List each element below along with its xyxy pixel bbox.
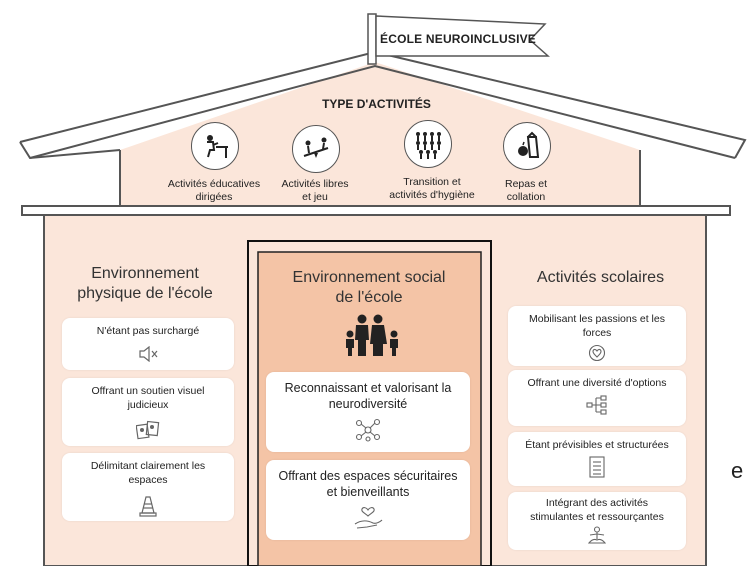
heart-hand-icon bbox=[354, 507, 383, 529]
seesaw-icon bbox=[292, 125, 340, 173]
checklist-icon bbox=[589, 456, 605, 478]
muted-speaker-icon bbox=[139, 346, 158, 362]
network-icon bbox=[355, 418, 381, 442]
activity-types-title: TYPE D'ACTIVITÉS bbox=[322, 97, 431, 111]
pictograms-icon bbox=[136, 420, 160, 440]
traffic-cone-icon bbox=[139, 496, 157, 517]
school-flag-title: ÉCOLE NEUROINCLUSIVE bbox=[380, 32, 537, 46]
physical-card: N'étant pas surchargé bbox=[62, 318, 234, 370]
school-card: Offrant une diversité d'options bbox=[508, 370, 686, 426]
family-icon bbox=[346, 314, 398, 356]
classroom-desk-icon bbox=[191, 122, 239, 170]
meal-icon bbox=[503, 122, 551, 170]
branching-icon bbox=[586, 395, 607, 415]
school-card: Étant prévisibles et structurées bbox=[508, 432, 686, 486]
school-activities-title: Activités scolaires bbox=[536, 269, 665, 286]
crowd-icon bbox=[404, 120, 452, 168]
heart-circle-icon bbox=[588, 344, 606, 362]
meditation-icon bbox=[587, 526, 607, 544]
cropped-text-fragment: e bbox=[731, 458, 744, 483]
